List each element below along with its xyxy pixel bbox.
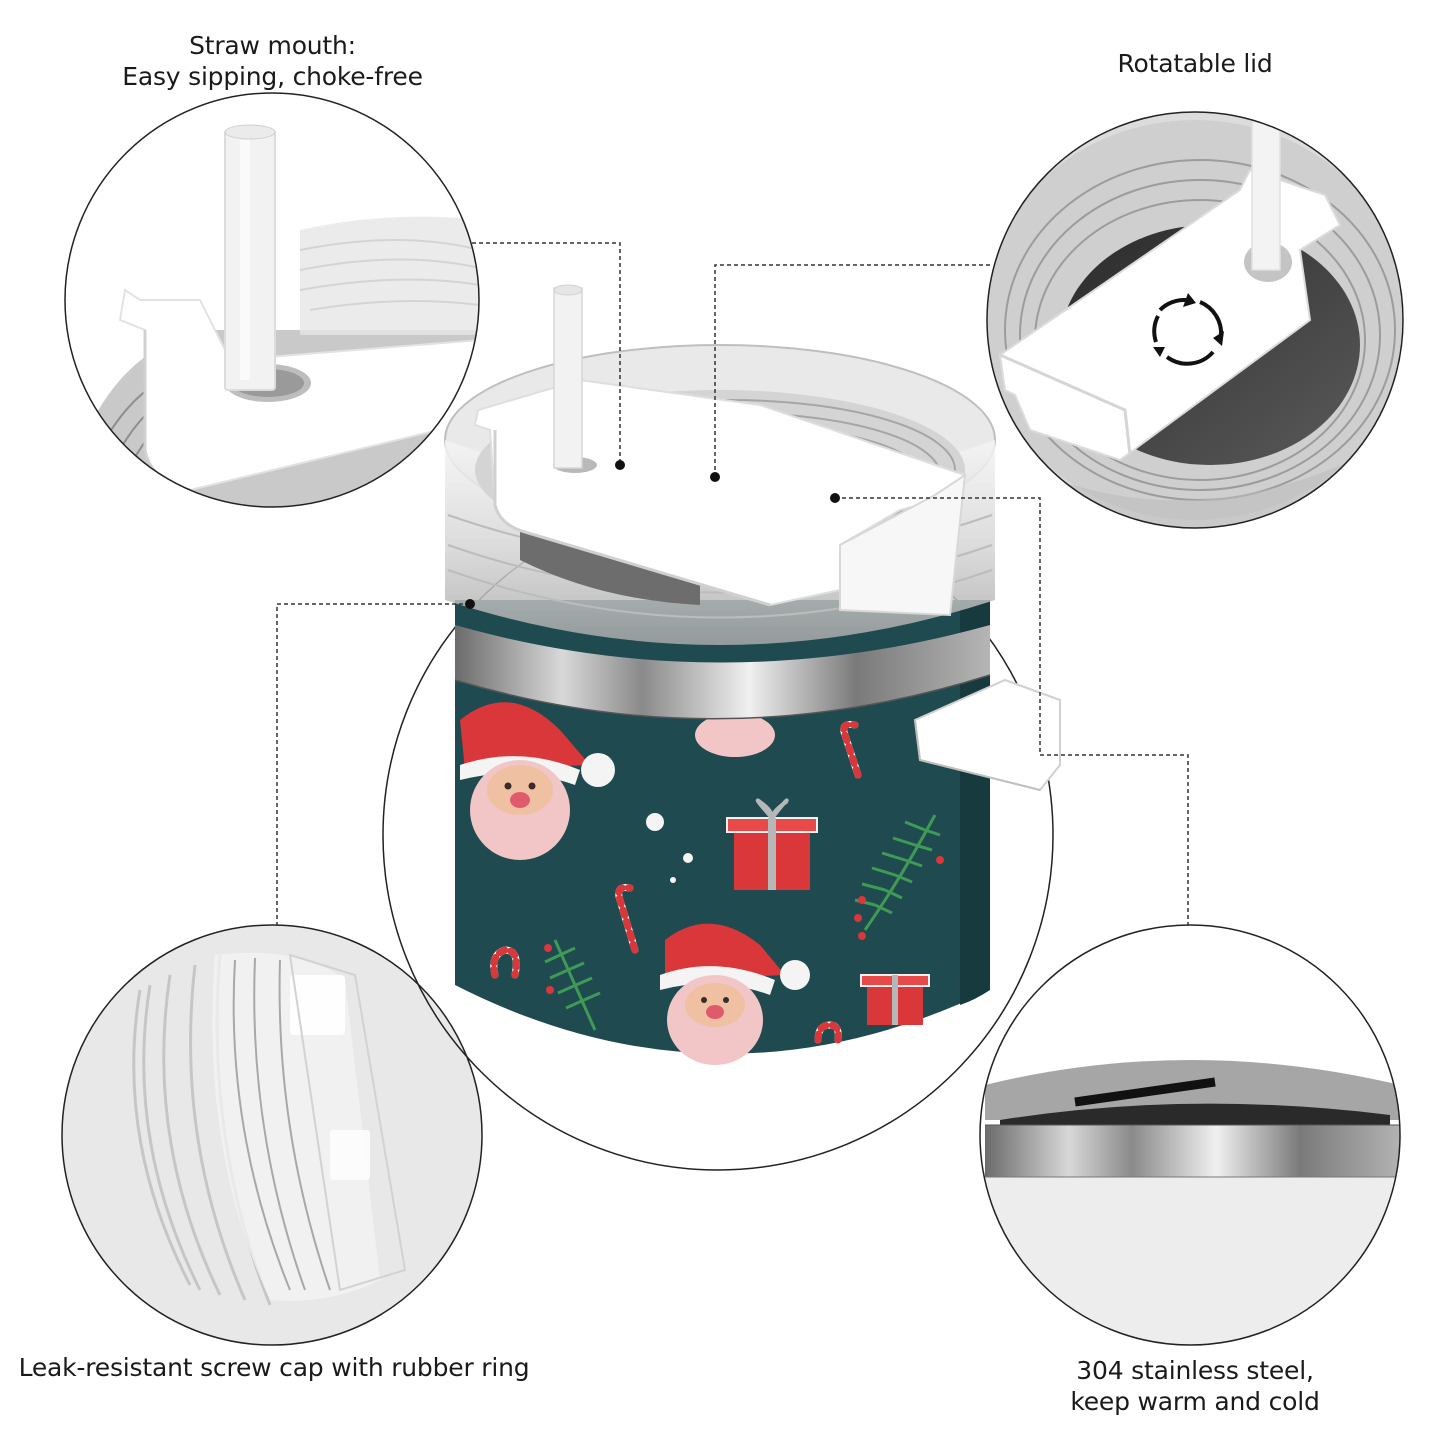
tumbler-product — [444, 284, 1061, 1065]
screw-cap-label: Leak-resistant screw cap with rubber rin… — [0, 1352, 548, 1383]
straw-mouth-label: Straw mouth: Easy sipping, choke-free — [90, 30, 455, 92]
straw-mouth-subtitle: Easy sipping, choke-free — [122, 62, 423, 91]
rotatable-lid-label: Rotatable lid — [1080, 48, 1310, 79]
straw-mouth-detail-circle — [64, 92, 480, 508]
callout-dots — [465, 460, 840, 609]
stainless-steel-detail-circle — [979, 924, 1401, 1346]
stainless-steel-subtitle: keep warm and cold — [1070, 1387, 1320, 1416]
screw-cap-title: Leak-resistant screw cap with rubber rin… — [18, 1353, 530, 1382]
straw-mouth-title: Straw mouth: — [189, 31, 356, 60]
rotate-arrows-icon — [1152, 293, 1224, 366]
gift-box-pattern — [726, 798, 930, 1025]
callout-lines — [276, 242, 1189, 925]
rotatable-lid-title: Rotatable lid — [1117, 49, 1273, 78]
santa-pattern — [460, 702, 810, 1065]
candy-cane-pattern — [490, 721, 862, 1044]
rotatable-lid-detail-circle — [986, 111, 1404, 529]
snowball-pattern — [646, 813, 693, 883]
stainless-steel-label: 304 stainless steel, keep warm and cold — [1040, 1355, 1350, 1417]
stainless-steel-title: 304 stainless steel, — [1076, 1356, 1314, 1385]
screw-cap-detail-circle — [61, 924, 483, 1346]
